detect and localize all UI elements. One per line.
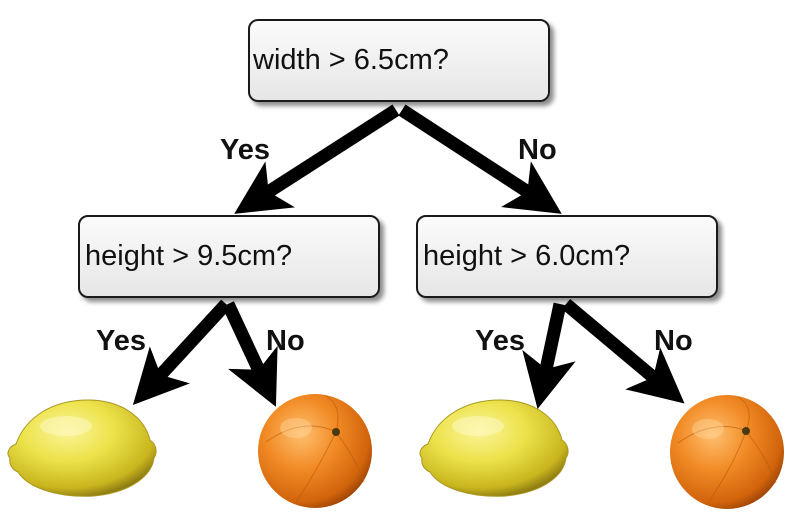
left-question: height > 9.5cm? xyxy=(85,240,293,272)
edge-label-right-no: No xyxy=(654,325,693,357)
edge-label-root-yes: Yes xyxy=(220,134,270,166)
edge-label-left-no: No xyxy=(266,325,305,357)
arrow-right-yes xyxy=(522,302,576,410)
right-question: height > 6.0cm? xyxy=(423,240,631,272)
lemon-icon xyxy=(7,399,157,497)
arrow-left-no xyxy=(222,301,278,407)
arrow-left-yes xyxy=(132,299,231,406)
root-question: width > 6.5cm? xyxy=(253,44,449,76)
edge-label-right-yes: Yes xyxy=(475,325,525,357)
arrow-root-yes xyxy=(234,104,400,214)
lemon-icon xyxy=(419,399,569,497)
orange-icon xyxy=(258,394,372,508)
arrow-right-no xyxy=(561,299,685,404)
arrow-root-no xyxy=(398,104,562,214)
orange-icon xyxy=(670,395,784,509)
right-decision-node: height > 6.0cm? xyxy=(416,215,718,298)
edge-label-left-yes: Yes xyxy=(96,325,146,357)
edge-label-root-no: No xyxy=(518,134,557,166)
left-decision-node: height > 9.5cm? xyxy=(78,215,380,298)
root-decision-node: width > 6.5cm? xyxy=(248,19,550,102)
